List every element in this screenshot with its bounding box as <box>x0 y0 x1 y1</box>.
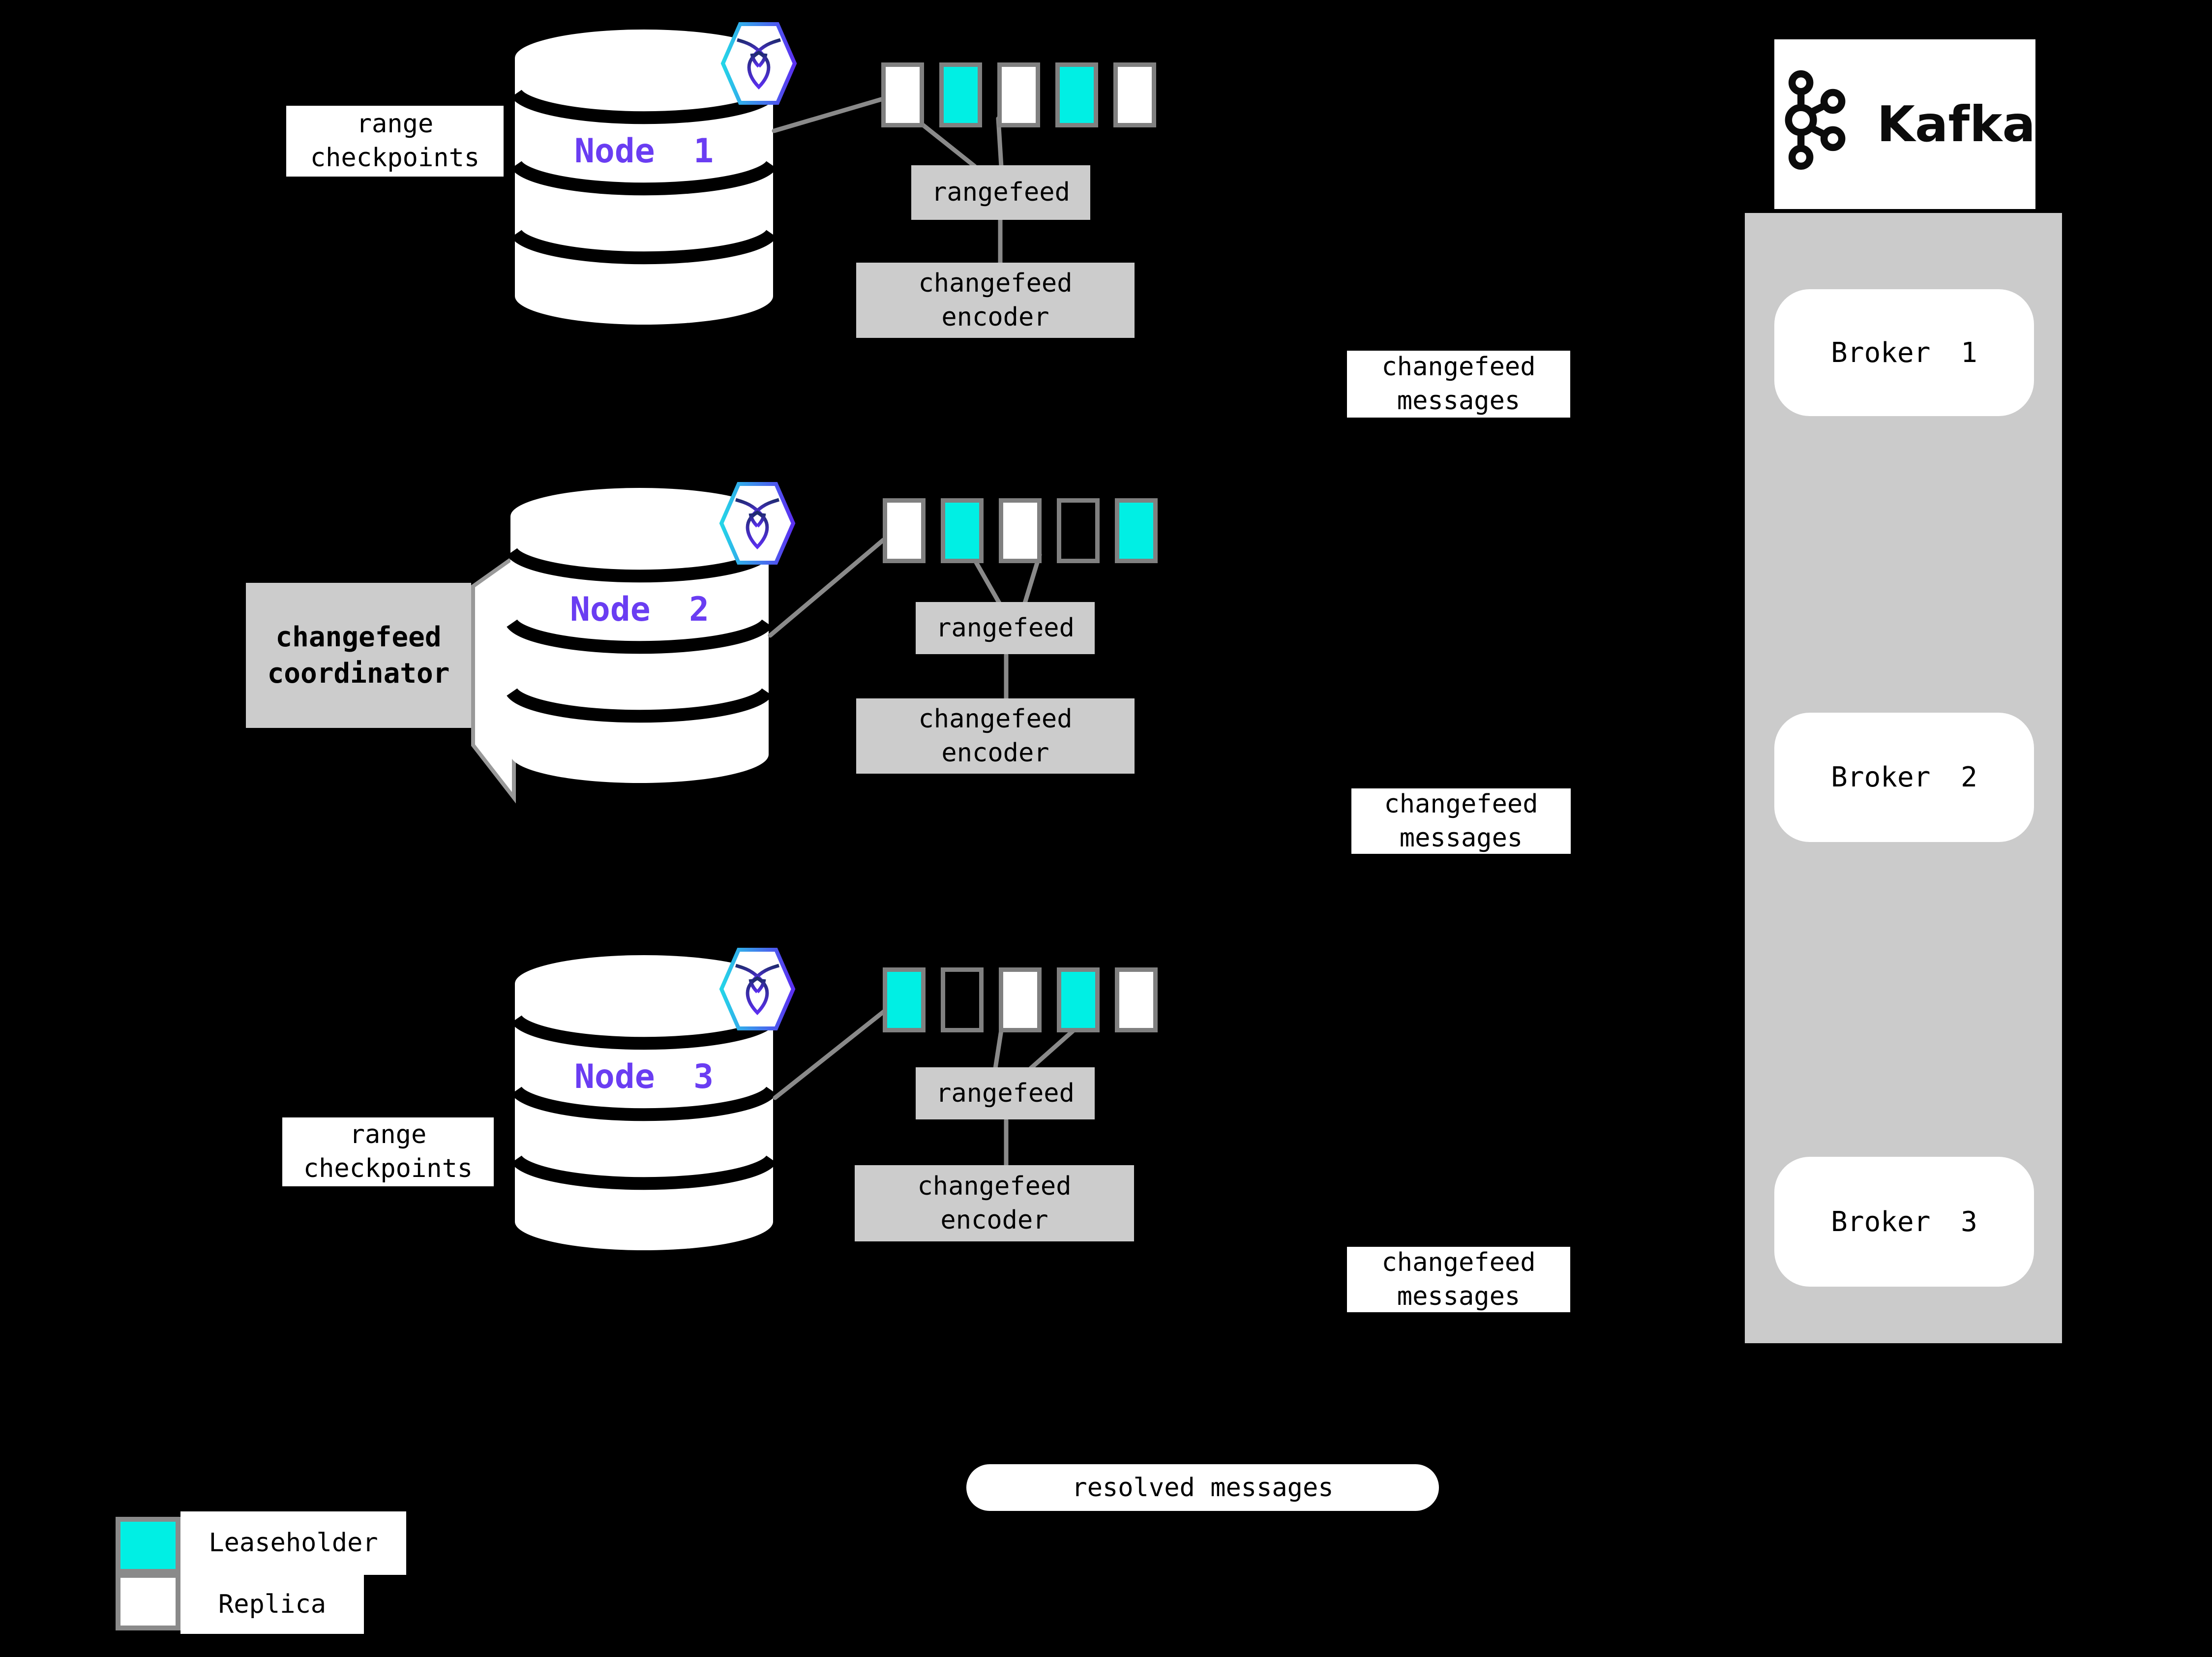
broker-2-box: Broker 2 <box>1774 713 2034 842</box>
broker1-arrowhead-icon <box>2057 332 2085 353</box>
resolved-messages-pill: resolved messages <box>966 1464 1439 1511</box>
node3-changefeed-messages-label: changefeed messages <box>1347 1247 1570 1312</box>
node2-title: Node 2 <box>569 590 710 629</box>
node3-changefeed-encoder-box: changefeed encoder <box>855 1165 1134 1241</box>
coordinator-flag-shape <box>471 553 516 804</box>
node2-cockroachdb-logo-icon <box>719 482 796 565</box>
legend-leaseholder-label: Leaseholder <box>180 1511 406 1575</box>
node2-changefeed-encoder-box: changefeed encoder <box>856 698 1135 774</box>
kafka-logo-icon <box>1785 70 1846 170</box>
kafka-logo-box: Kafka <box>1774 39 2035 209</box>
range-square <box>939 62 982 127</box>
range-square <box>997 62 1040 127</box>
node2-changefeed-messages-label: changefeed messages <box>1351 788 1571 854</box>
node1-range-checkpoints-label: range checkpoints <box>286 106 504 177</box>
broker-1-box: Broker 1 <box>1774 289 2034 416</box>
range-square <box>1115 967 1158 1032</box>
range-square <box>941 967 984 1032</box>
node1-changefeed-messages-label: changefeed messages <box>1347 351 1570 418</box>
changefeed-coordinator-label: changefeed coordinator <box>246 583 471 728</box>
node2-rangefeed-box: rangefeed <box>916 602 1095 654</box>
range-square <box>941 498 984 563</box>
legend-replica-swatch <box>116 1573 180 1630</box>
legend-leaseholder-swatch <box>116 1517 180 1574</box>
node1-cockroachdb-logo-icon <box>720 22 797 105</box>
range-square <box>881 62 924 127</box>
legend-replica-label: Replica <box>180 1575 364 1634</box>
range-square <box>883 498 926 563</box>
broker-3-box: Broker 3 <box>1774 1157 2034 1287</box>
range-square <box>1057 967 1100 1032</box>
node1-database-cylinder <box>511 30 777 325</box>
node3-cockroachdb-logo-icon <box>719 948 796 1030</box>
kafka-brand-label: Kafka <box>1877 95 2035 153</box>
node1-rangefeed-box: rangefeed <box>911 165 1090 220</box>
node1-title: Node 1 <box>574 132 714 171</box>
broker3-arrowhead-icon <box>2059 918 2075 922</box>
range-square <box>1113 62 1156 127</box>
node3-range-checkpoints-label: range checkpoints <box>282 1117 494 1186</box>
node2-ranges-row <box>883 498 1158 563</box>
range-square <box>999 967 1042 1032</box>
range-square <box>1055 62 1098 127</box>
node3-database-cylinder <box>511 955 777 1250</box>
node3-title: Node 3 <box>574 1057 714 1096</box>
node3-rangefeed-box: rangefeed <box>916 1067 1095 1119</box>
range-square <box>1115 498 1158 563</box>
range-square <box>999 498 1042 563</box>
range-square <box>883 967 926 1032</box>
node1-changefeed-encoder-box: changefeed encoder <box>856 263 1135 338</box>
range-square <box>1057 498 1100 563</box>
node3-ranges-row <box>883 967 1158 1032</box>
node1-ranges-row <box>881 62 1156 127</box>
